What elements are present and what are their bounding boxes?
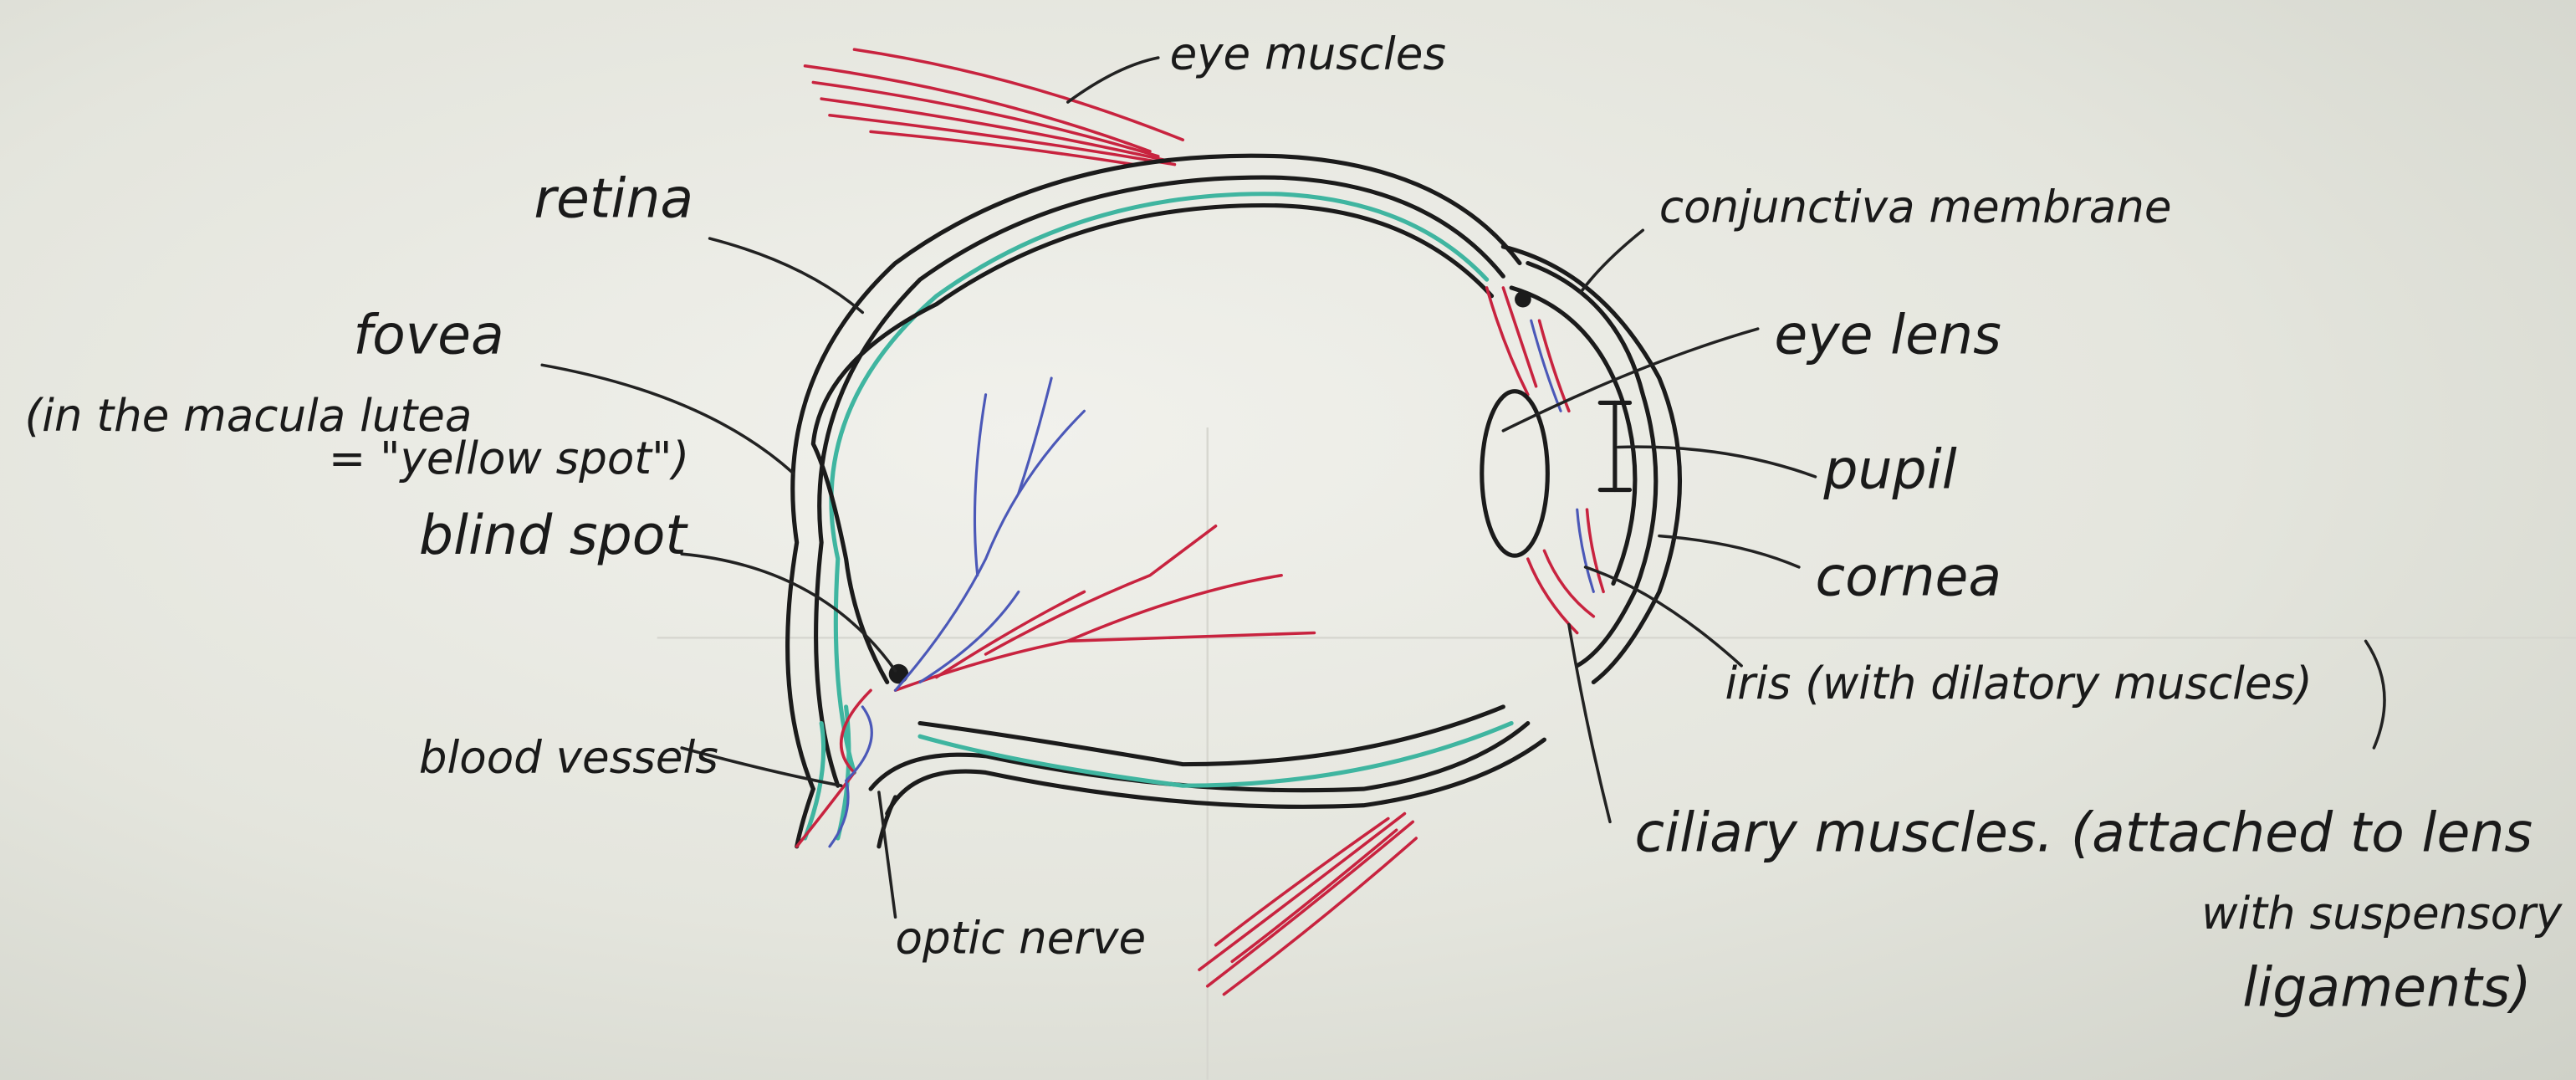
label-pupil: pupil (1822, 439, 1956, 502)
iris (1530, 319, 1605, 594)
label-ciliary-1: ciliary muscles. (attached to lens (1634, 802, 2533, 865)
label-fovea-note-1: (in the macula lutea (24, 390, 472, 442)
label-blood-vessels: blood vessels (419, 731, 718, 783)
label-retina: retina (534, 168, 693, 231)
label-ciliary-2: with suspensory (2201, 888, 2563, 939)
sclera-bottom (885, 737, 1546, 816)
label-fovea: fovea (353, 305, 503, 367)
label-fovea-note-2: = "yellow spot") (329, 433, 689, 484)
cornea (1500, 244, 1682, 684)
label-eye-muscles: eye muscles (1170, 28, 1446, 80)
label-eye-lens: eye lens (1774, 305, 2001, 367)
label-iris: iris (with dilatory muscles) (1725, 658, 2313, 709)
optic-nerve (795, 663, 909, 849)
pupil-marker (1597, 400, 1633, 493)
retina-layer (829, 192, 1490, 775)
choroid-bottom (917, 704, 1505, 767)
eye-muscle-top (803, 48, 1185, 166)
eye-muscle-bottom (1198, 811, 1418, 996)
label-optic-nerve: optic nerve (896, 913, 1147, 965)
ciliary-muscles (1485, 286, 1596, 635)
blood-vessels (893, 376, 1316, 692)
label-cornea: cornea (1816, 545, 2002, 608)
label-conjunctiva: conjunctiva membrane (1659, 181, 2172, 233)
sclera-inner (814, 175, 1505, 788)
retina-bottom (917, 720, 1514, 788)
label-ciliary-3: ligaments) (2242, 956, 2531, 1019)
retina-inner (810, 202, 1495, 684)
label-blind-spot: blind spot (419, 504, 689, 567)
leader-lines (540, 56, 2386, 919)
eye-lens (1480, 389, 1550, 558)
sclera-outer (785, 153, 1522, 791)
